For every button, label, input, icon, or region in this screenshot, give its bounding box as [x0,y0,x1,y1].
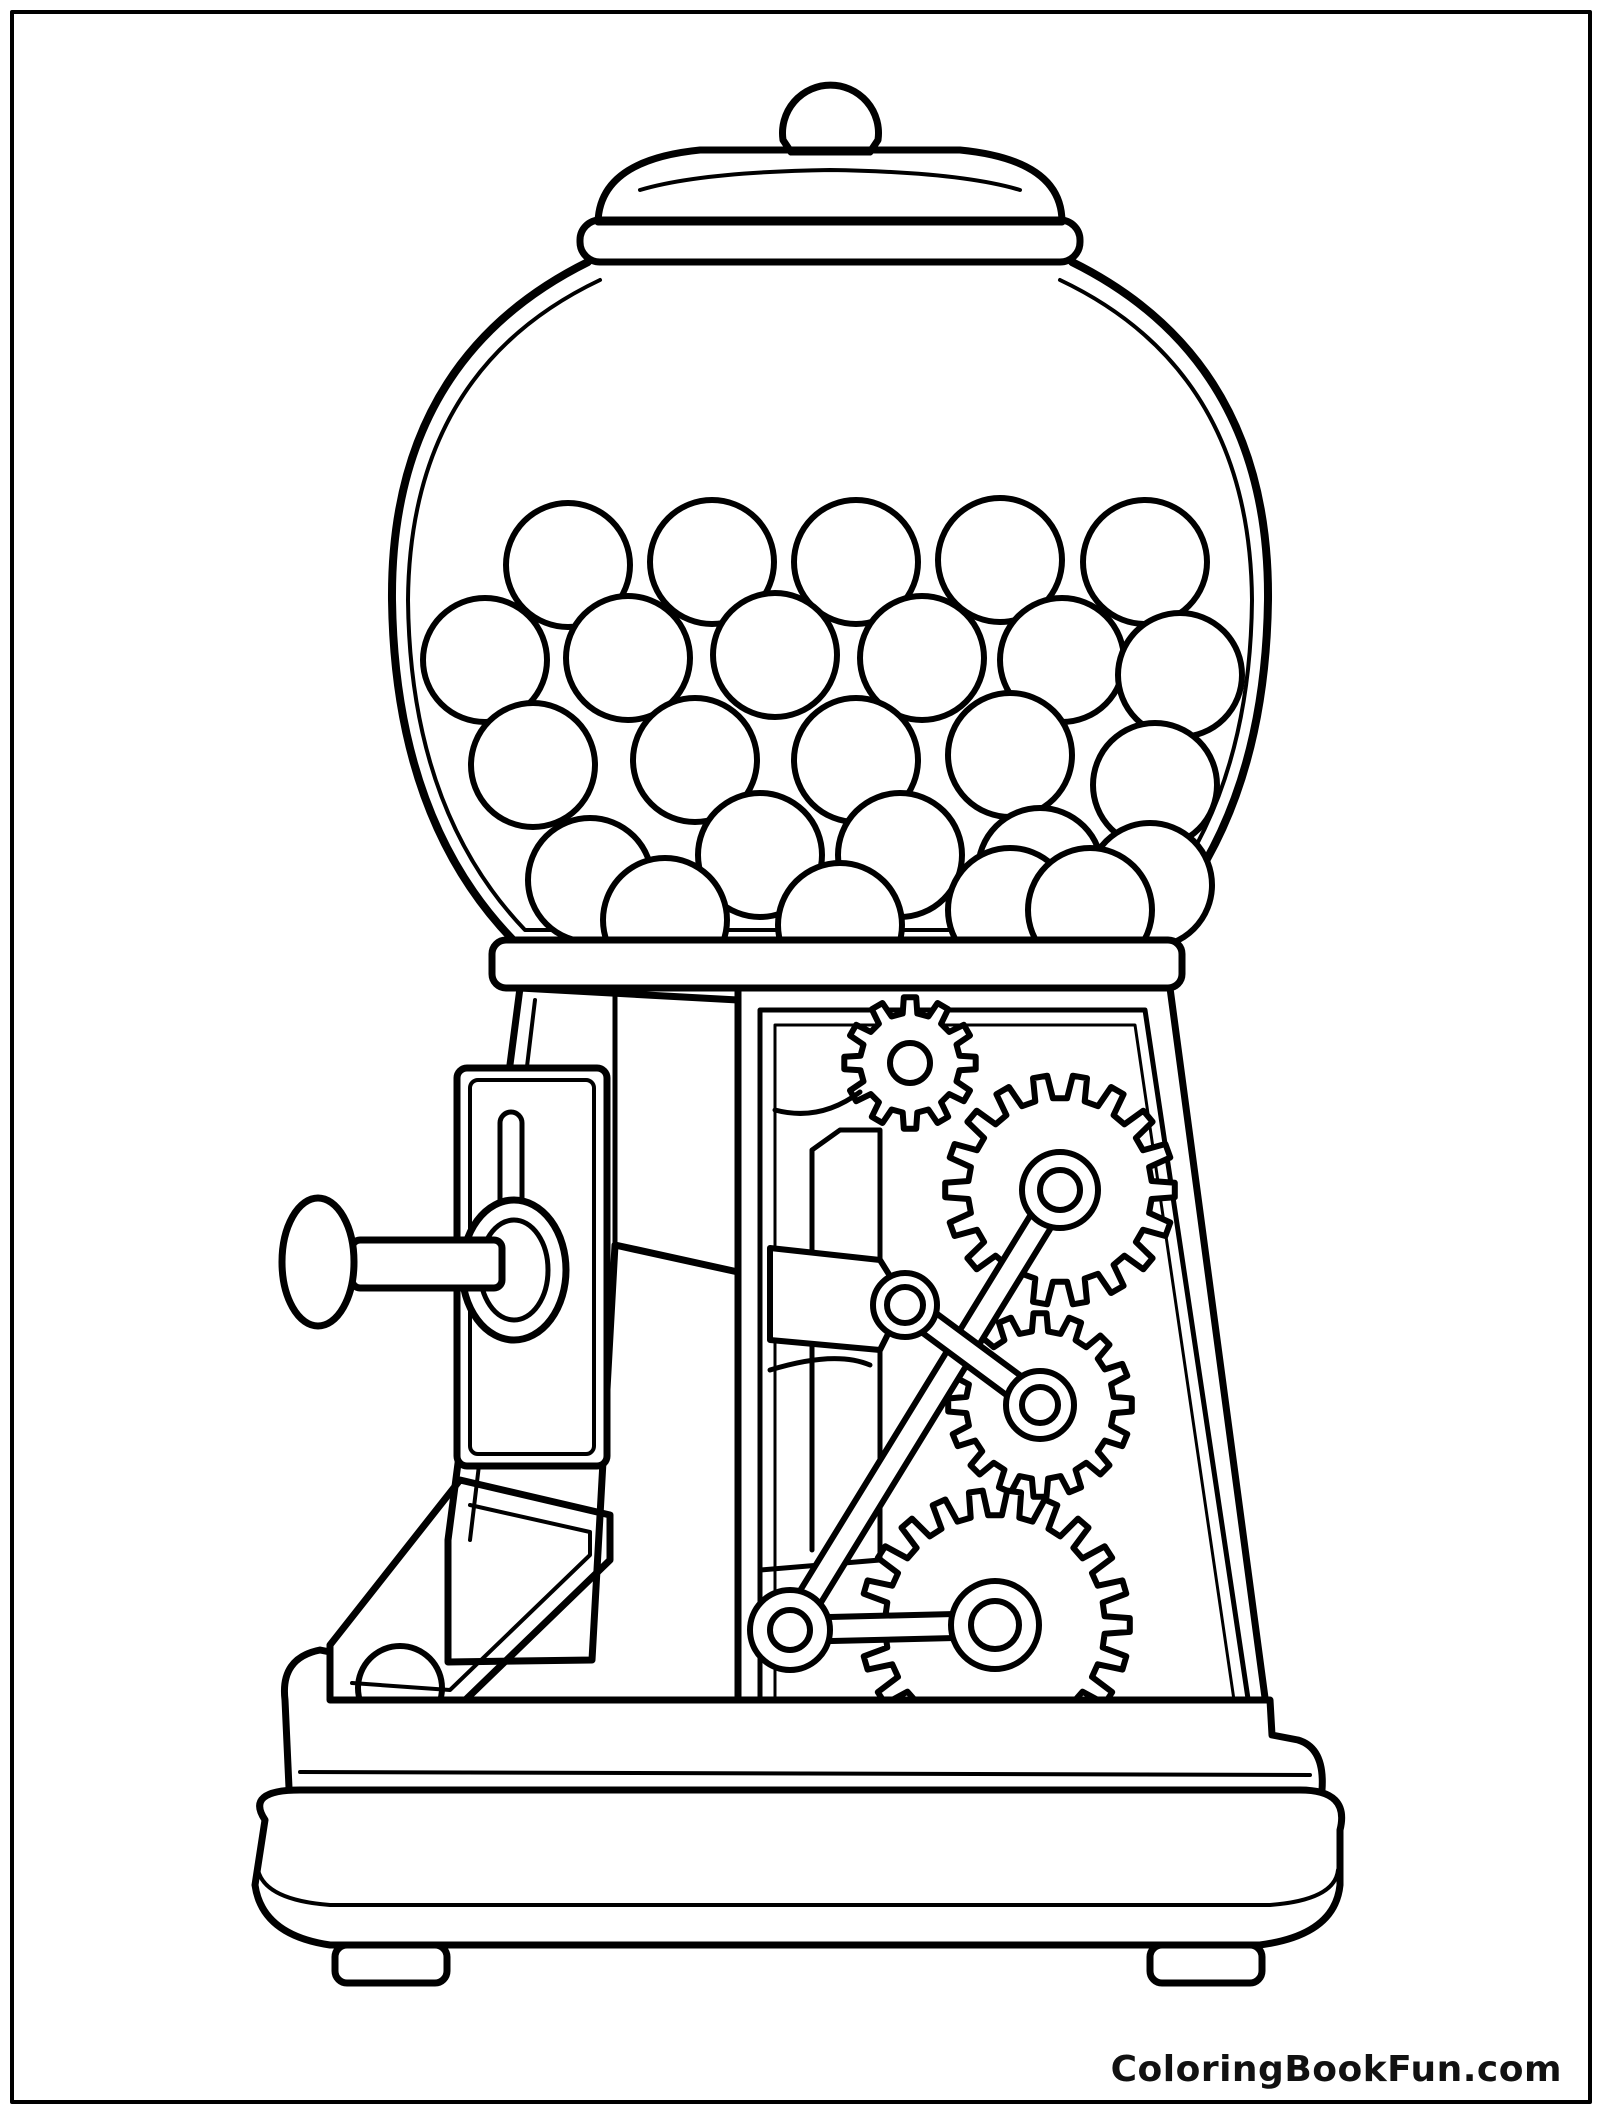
mechanism-curve-top [772,1089,863,1116]
gumball [857,593,987,723]
gumball [791,497,921,627]
page-frame [10,10,1592,2104]
gumball [503,500,633,630]
linkage-joint-hole [884,1284,926,1326]
base-plate [251,1786,1345,1949]
gumball [945,690,1075,820]
base-top [280,1646,1326,1814]
chute-inner [350,1503,592,1692]
chute [326,1476,614,1714]
gumball [563,593,693,723]
crank-shaft [348,1236,506,1292]
watermark-text[interactable]: ColoringBookFun.com [1110,2049,1562,2090]
linkage-group [747,1149,1101,1673]
linkage-joint-hole [767,1607,813,1653]
foot-right [1146,1941,1266,1987]
mechanism-curve-mid [767,1356,873,1373]
gumball [468,700,598,830]
linkage-joint-hole [1037,1167,1083,1213]
lid-dome-line [638,168,1022,192]
gear-hub [887,1040,933,1086]
gumball [1080,497,1210,627]
lid-dome [594,146,1066,226]
base-top-line [298,1770,1312,1777]
lid-knob [779,81,882,156]
base-plate-line [256,1868,1340,1907]
linkage-joint-hole [968,1598,1022,1652]
gumball [630,695,760,825]
gumball [710,590,840,720]
neck-plate [488,936,1186,992]
crank-knob [278,1194,358,1330]
gumball [647,497,777,627]
body-left-edge [612,985,741,1275]
gumball [935,495,1065,625]
foot-left [331,1941,451,1987]
linkage-joint-hole [1019,1384,1061,1426]
gumball-group [420,495,1245,990]
gumball [1115,610,1245,740]
lid-rim [576,216,1084,266]
